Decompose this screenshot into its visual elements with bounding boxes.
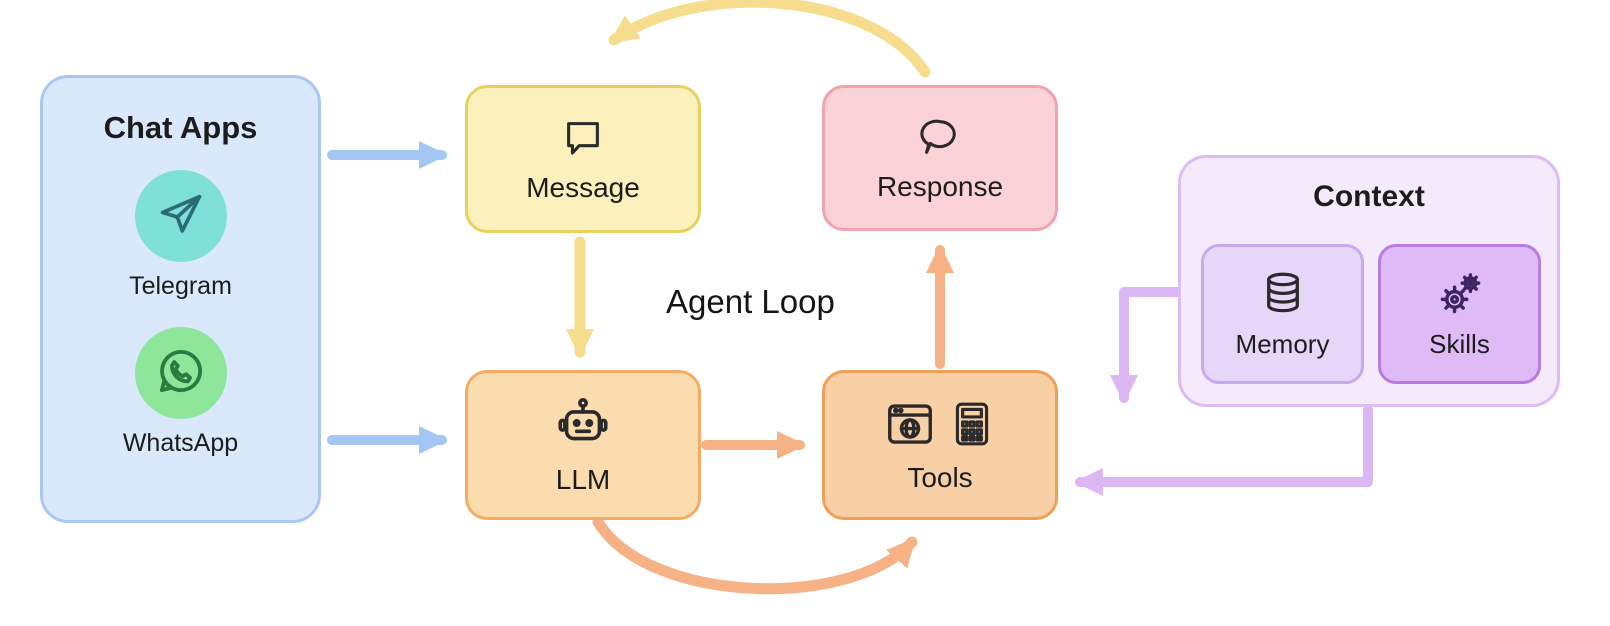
- square-speech-bubble-icon: [560, 115, 606, 166]
- arrow-loop-top: [608, 0, 931, 78]
- llm-node: LLM: [465, 370, 701, 520]
- context-panel: Context Memory: [1178, 155, 1560, 407]
- robot-icon: [554, 395, 612, 458]
- browser-globe-icon: [883, 397, 937, 456]
- calculator-icon: [947, 399, 997, 454]
- skills-node: Skills: [1378, 244, 1541, 384]
- database-icon: [1257, 268, 1309, 325]
- chat-apps-panel: Chat Apps Telegram WhatsApp: [40, 75, 321, 523]
- memory-node: Memory: [1201, 244, 1364, 384]
- whatsapp-badge: [134, 327, 227, 419]
- paper-plane-icon: [155, 188, 207, 245]
- chat-apps-title: Chat Apps: [103, 110, 258, 145]
- tools-node: Tools: [822, 370, 1058, 520]
- whatsapp-phone-icon: [154, 344, 208, 403]
- llm-label: LLM: [555, 463, 611, 495]
- telegram-label: Telegram: [129, 272, 232, 300]
- agent-loop-label: Agent Loop: [666, 283, 835, 320]
- arrow-context-to-tools-side: [1074, 405, 1373, 496]
- response-node: Response: [822, 85, 1058, 231]
- skills-label: Skills: [1429, 329, 1490, 359]
- whatsapp-label: WhatsApp: [122, 429, 239, 457]
- arrow-loop-bottom: [592, 516, 918, 595]
- message-label: Message: [526, 171, 640, 203]
- context-title: Context: [1313, 180, 1425, 213]
- telegram-badge: [134, 170, 227, 262]
- message-node: Message: [465, 85, 701, 233]
- memory-label: Memory: [1235, 329, 1330, 359]
- arrow-context-to-tools-top: [1110, 287, 1183, 404]
- tools-label: Tools: [907, 461, 973, 493]
- response-label: Response: [876, 170, 1004, 202]
- gears-icon: [1434, 268, 1486, 325]
- round-speech-bubble-icon: [917, 114, 963, 165]
